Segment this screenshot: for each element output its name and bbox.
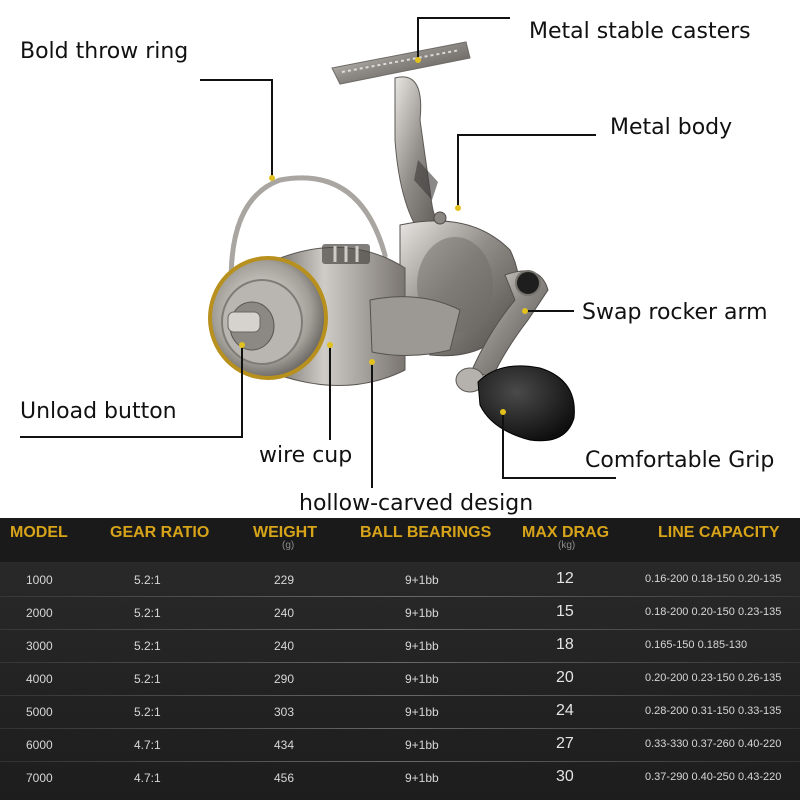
cell-line-capacity: 0.16-200 0.18-150 0.20-135 [645,573,782,585]
cell-model: 5000 [26,705,53,719]
rotor-cup [369,296,461,357]
callout-metal-body: Metal body [610,115,733,140]
callout-comfortable-grip: Comfortable Grip [585,448,775,473]
table-row: 6000 4.7:1 434 9+1bb 27 0.33-330 0.37-26… [0,729,800,762]
cell-gear-ratio: 5.2:1 [134,573,161,587]
table-header-row: MODEL GEAR RATIO WEIGHT (g) BALL BEARING… [0,518,800,562]
spool [208,244,406,386]
cell-gear-ratio: 5.2:1 [134,672,161,686]
product-illustration-area: Metal stable casters Bold throw ring Met… [20,17,775,516]
cell-gear-ratio: 4.7:1 [134,738,161,752]
header-max-drag-unit: (kg) [558,540,576,551]
cell-line-capacity: 0.18-200 0.20-150 0.23-135 [645,606,782,618]
cell-ball-bearings: 9+1bb [405,738,439,752]
cell-ball-bearings: 9+1bb [405,705,439,719]
callout-unload-button: Unload button [20,399,177,424]
header-weight-unit: (g) [282,540,295,551]
cell-max-drag: 12 [556,570,574,587]
cell-ball-bearings: 9+1bb [405,771,439,785]
row-divider [0,695,800,696]
cell-weight: 434 [274,738,295,752]
cell-weight: 456 [274,771,295,785]
cell-model: 7000 [26,771,53,785]
cell-gear-ratio: 5.2:1 [134,705,161,719]
handle-grip [455,365,575,442]
cell-line-capacity: 0.37-290 0.40-250 0.43-220 [645,771,782,783]
header-weight: WEIGHT [253,524,317,541]
cell-model: 1000 [26,573,53,587]
header-ball-bearings: BALL BEARINGS [360,524,492,541]
cell-ball-bearings: 9+1bb [405,672,439,686]
reel-foot [331,41,471,241]
callout-hollow-carved-design: hollow-carved design [299,491,534,516]
cell-max-drag: 15 [556,603,574,620]
cell-model: 2000 [26,606,53,620]
table-row: 3000 5.2:1 240 9+1bb 18 0.165-150 0.185-… [0,630,800,663]
cell-gear-ratio: 5.2:1 [134,639,161,653]
cell-weight: 240 [274,639,295,653]
header-gear-ratio: GEAR RATIO [110,524,210,541]
cell-max-drag: 30 [556,768,574,785]
cell-max-drag: 18 [556,636,574,653]
table-row: 1000 5.2:1 229 9+1bb 12 0.16-200 0.18-15… [0,564,800,597]
callout-marker-dots [239,57,528,415]
table-row: 7000 4.7:1 456 9+1bb 30 0.37-290 0.40-25… [0,762,800,795]
row-divider [0,662,800,663]
fishing-reel-illustration [20,17,616,488]
cell-ball-bearings: 9+1bb [405,573,439,587]
cell-model: 6000 [26,738,53,752]
specification-table: MODEL GEAR RATIO WEIGHT (g) BALL BEARING… [0,518,800,800]
cell-gear-ratio: 4.7:1 [134,771,161,785]
cell-line-capacity: 0.165-150 0.185-130 [645,639,748,651]
cell-max-drag: 27 [556,735,574,752]
table-row: 4000 5.2:1 290 9+1bb 20 0.20-200 0.23-15… [0,663,800,696]
row-divider [0,728,800,729]
cell-line-capacity: 0.33-330 0.37-260 0.40-220 [645,738,782,750]
cell-line-capacity: 0.20-200 0.23-150 0.26-135 [645,672,782,684]
cell-model: 3000 [26,639,53,653]
table-row: 5000 5.2:1 303 9+1bb 24 0.28-200 0.31-15… [0,696,800,729]
table-row: 2000 5.2:1 240 9+1bb 15 0.18-200 0.20-15… [0,597,800,630]
cell-weight: 240 [274,606,295,620]
cell-weight: 290 [274,672,295,686]
row-divider [0,596,800,597]
callout-bold-throw-ring: Bold throw ring [20,39,189,64]
callout-metal-stable-casters: Metal stable casters [529,19,751,44]
header-line-capacity: LINE CAPACITY [658,524,780,541]
callout-leader-lines [20,17,616,488]
cell-gear-ratio: 5.2:1 [134,606,161,620]
row-divider [0,629,800,630]
cell-max-drag: 20 [556,669,574,686]
row-divider [0,761,800,762]
cell-max-drag: 24 [556,702,574,719]
header-model: MODEL [10,524,68,541]
cell-ball-bearings: 9+1bb [405,639,439,653]
callout-wire-cup: wire cup [259,443,353,468]
bail-wire [228,175,388,321]
cell-line-capacity: 0.28-200 0.31-150 0.33-135 [645,705,782,717]
header-max-drag: MAX DRAG [522,524,610,541]
cell-weight: 229 [274,573,295,587]
cell-ball-bearings: 9+1bb [405,606,439,620]
cell-model: 4000 [26,672,53,686]
handle-arm [471,270,549,379]
callout-swap-rocker-arm: Swap rocker arm [582,300,768,325]
cell-weight: 303 [274,705,295,719]
